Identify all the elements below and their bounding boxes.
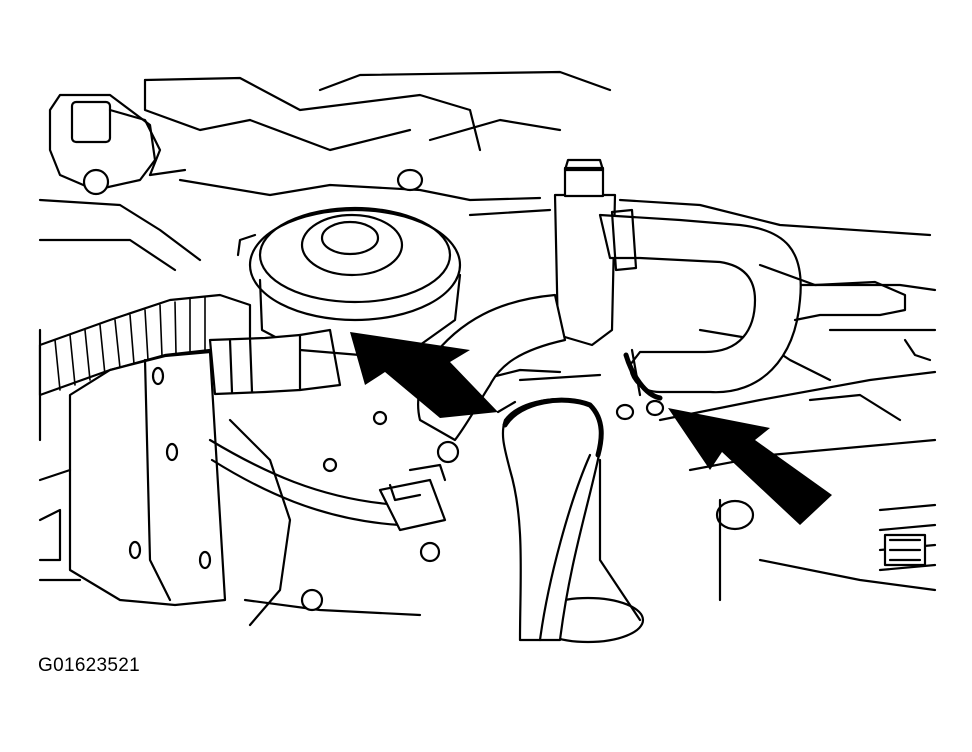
valve-pipe xyxy=(208,328,342,396)
heater-hose-loop xyxy=(598,208,907,401)
pointer-arrow-left xyxy=(350,332,517,418)
egr-valve xyxy=(236,206,462,357)
connector-bracket xyxy=(48,93,187,196)
fastener-bolts xyxy=(300,168,665,612)
control-module xyxy=(38,350,227,607)
figure-code: G01623521 xyxy=(38,655,141,676)
vacuum-tube xyxy=(208,438,447,532)
temperature-sensor xyxy=(553,158,617,347)
pointer-arrow-right xyxy=(668,408,832,525)
alternator-fins xyxy=(878,338,937,572)
